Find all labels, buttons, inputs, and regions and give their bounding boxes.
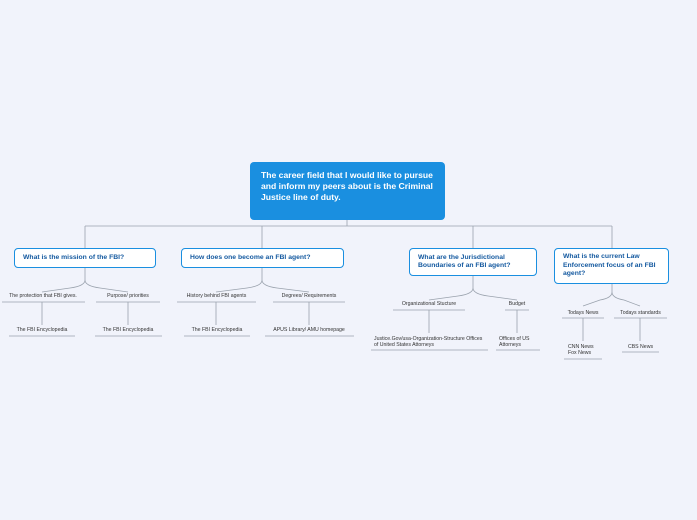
source-fbi-encyclopedia[interactable]: The FBI Encyclopedia [16,327,68,333]
subtopic-protection[interactable]: The protection that FBI gives. [9,293,77,299]
topic-jurisdictional-boundaries[interactable]: What are the Jurisdictional Boundaries o… [409,248,537,276]
subtopic-todays-standards[interactable]: Todays standards [620,310,661,316]
subtopic-budget[interactable]: Budget [508,301,526,307]
topic-become-fbi-agent[interactable]: How does one become an FBI agent? [181,248,344,268]
source-offices-us-attorneys[interactable]: Offices of US Attorneys [499,336,530,349]
source-cnn-fox-news[interactable]: CNN News Fox News [568,344,594,357]
central-topic-node[interactable]: The career field that I would like to pu… [250,162,445,220]
source-fbi-encyclopedia[interactable]: The FBI Encyclopedia [102,327,154,333]
source-cbs-news[interactable]: CBS News [627,344,654,350]
subtopic-todays-news[interactable]: Todays News [567,310,599,316]
subtopic-degrees-requirements[interactable]: Degrees/ Requirements [281,293,337,299]
subtopic-purpose-priorities[interactable]: Purpose/ priorities [107,293,149,299]
topic-current-focus[interactable]: What is the current Law Enforcement focu… [554,248,669,284]
source-apus-library[interactable]: APUS Library/ AMU homepage [273,327,345,333]
topic-fbi-mission[interactable]: What is the mission of the FBI? [14,248,156,268]
subtopic-history-fbi-agents[interactable]: History behind FBI agents [186,293,247,299]
source-fbi-encyclopedia[interactable]: The FBI Encyclopedia [191,327,243,333]
subtopic-organizational-structure[interactable]: Organizational Stucture [401,301,457,307]
source-justice-gov[interactable]: Justice.Gov/usa-Organization-Structure O… [374,336,483,349]
